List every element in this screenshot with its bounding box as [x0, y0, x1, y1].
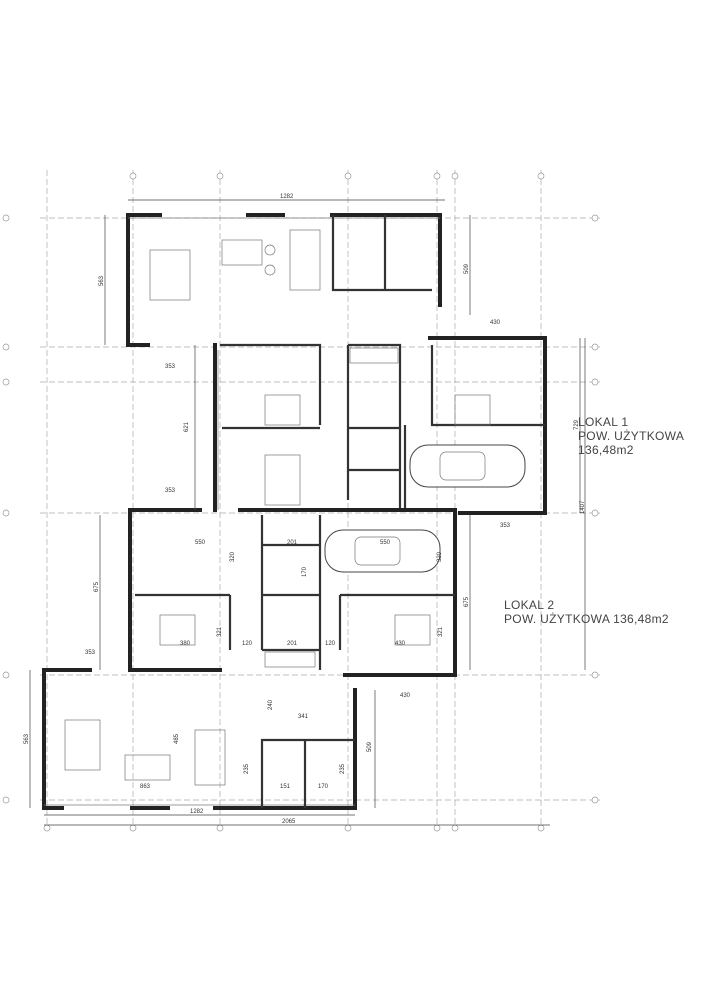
dim-upper-entry-width: 430	[490, 320, 501, 326]
dim-lower-gap-2: 120	[325, 641, 336, 647]
dim-top-width: 1282	[280, 194, 294, 200]
dim-bath-height-2: 235	[340, 763, 346, 774]
dim-lower-left-height: 675	[94, 581, 100, 592]
dim-bath-width-2: 170	[318, 784, 329, 790]
dim-upper-room-height: 320	[230, 551, 236, 562]
dim-lower-gap-1: 120	[242, 641, 253, 647]
dim-bath-width-1: 151	[280, 784, 291, 790]
dim-overall-width: 2065	[282, 819, 296, 825]
dim-lower-corridor-1: 201	[287, 540, 298, 546]
dim-total-height: 1407	[580, 500, 586, 514]
car-icon-lower	[324, 529, 441, 573]
dim-lower-living-height: 563	[24, 733, 30, 744]
unit-2-interior	[64, 515, 455, 808]
dim-upper-step-2: 353	[165, 488, 176, 494]
dim-lower-vestibule-width: 341	[298, 714, 309, 720]
dim-bottom-width: 1282	[190, 809, 204, 815]
dim-upper-middle-height: 621	[184, 421, 190, 432]
dim-lower-entry-height: 240	[268, 699, 274, 710]
dim-lower-room-height-1: 321	[217, 626, 223, 637]
dim-lower-corridor-height: 170	[302, 566, 308, 577]
dim-garage-height: 729	[574, 419, 580, 430]
dim-upper-vestibule-height: 509	[464, 263, 470, 274]
unit-2-name: LOKAL 2	[504, 598, 555, 612]
dim-lower-vestibule-height: 509	[367, 741, 373, 752]
dim-lower-entry-width: 430	[400, 693, 411, 699]
dim-lower-living-depth: 485	[174, 733, 180, 744]
unit-1-name: LOKAL 1	[578, 415, 629, 429]
unit-2-area: POW. UŻYTKOWA 136,48m2	[504, 612, 669, 626]
dim-lower-room-width-2: 380	[180, 641, 191, 647]
dim-lower-step: 353	[85, 650, 96, 656]
dim-lower-garage-height: 320	[437, 551, 443, 562]
dim-lower-room-width-3: 430	[395, 641, 406, 647]
grid-bubbles	[2, 172, 599, 832]
dim-garage-width: 353	[500, 523, 511, 529]
car-icon-upper	[409, 444, 526, 488]
dimension-lines	[29, 199, 586, 826]
dim-bath-height-1: 235	[244, 763, 250, 774]
dim-lower-room-height-2: 321	[438, 626, 444, 637]
dim-lower-garage-width: 550	[380, 540, 391, 546]
unit-1-label: LOKAL 1 POW. UŻYTKOWA 136,48m2	[578, 415, 707, 457]
dim-lower-right-height: 675	[464, 596, 470, 607]
unit-1-interior	[149, 215, 545, 510]
dimension-labels: 1282 563 509 430 353 621 353 729 1407 35…	[24, 194, 586, 825]
dim-lower-living-width: 863	[140, 784, 151, 790]
dim-upper-step-1: 353	[165, 364, 176, 370]
dim-lower-corridor-2: 201	[287, 641, 298, 647]
unit-1-area: POW. UŻYTKOWA 136,48m2	[578, 429, 684, 457]
unit-2-label: LOKAL 2 POW. UŻYTKOWA 136,48m2	[504, 598, 669, 626]
dim-upper-living-height: 563	[99, 275, 105, 286]
dim-lower-room-width: 550	[195, 540, 206, 546]
